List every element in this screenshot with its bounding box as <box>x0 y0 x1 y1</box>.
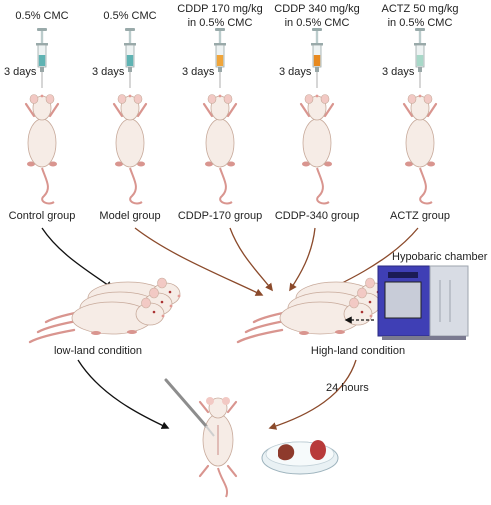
group-label-actz: ACTZ group <box>390 210 450 222</box>
rat-group-lowland <box>28 277 181 344</box>
rat-group-highland <box>236 277 389 344</box>
treatment-label-model: 0.5% CMC <box>103 10 157 22</box>
rat-model <box>112 94 148 205</box>
group-label-model: Model group <box>99 210 161 222</box>
arrow-highland-to-dissection <box>268 359 357 430</box>
treatment-label-cddp340-line1: CDDP 340 mg/kg <box>274 3 360 15</box>
organ-icon <box>278 444 295 461</box>
rat-control <box>24 94 60 205</box>
hypobaric-chamber <box>377 265 469 340</box>
treatment-label-cddp170-line2: in 0.5% CMC <box>187 17 253 29</box>
time-label: 24 hours <box>326 382 369 394</box>
highland-label: High-land condition <box>310 345 406 357</box>
treatment-label-actz-line2: in 0.5% CMC <box>387 17 453 29</box>
duration-label-model: 3 days <box>92 66 125 78</box>
petri-dish <box>261 440 339 475</box>
duration-label-actz: 3 days <box>382 66 415 78</box>
group-label-cddp170: CDDP-170 group <box>177 210 263 222</box>
treatment-label-cddp340-line2: in 0.5% CMC <box>284 17 350 29</box>
organ-icon <box>310 440 326 460</box>
syringe-control <box>36 28 48 88</box>
lowland-label: low-land condition <box>53 345 143 357</box>
duration-label-cddp340: 3 days <box>279 66 312 78</box>
dissection-rat <box>198 397 238 498</box>
syringe-cddp170 <box>214 28 226 88</box>
arrow-cddp170-to-highland <box>229 227 273 292</box>
rat-actz <box>402 94 438 205</box>
treatment-label-control: 0.5% CMC <box>15 10 69 22</box>
scalpel-icon <box>164 378 215 437</box>
duration-label-cddp170: 3 days <box>182 66 215 78</box>
treatment-label-actz-line1: ACTZ 50 mg/kg <box>381 3 459 15</box>
arrow-control-to-lowland <box>41 227 114 289</box>
arrow-model-to-highland <box>134 227 264 296</box>
rat-cddp340 <box>299 94 335 205</box>
syringe-cddp340 <box>311 28 323 88</box>
syringe-model <box>124 28 136 88</box>
group-label-control: Control group <box>8 210 76 222</box>
arrow-cddp340-to-highland <box>289 227 316 292</box>
duration-label-control: 3 days <box>4 66 37 78</box>
chamber-label: Hypobaric chamber <box>392 251 488 263</box>
rat-cddp170 <box>202 94 238 205</box>
group-label-cddp340: CDDP-340 group <box>274 210 360 222</box>
treatment-label-cddp170-line1: CDDP 170 mg/kg <box>177 3 263 15</box>
arrow-lowland-to-dissection <box>77 359 170 429</box>
syringe-actz <box>414 28 426 88</box>
